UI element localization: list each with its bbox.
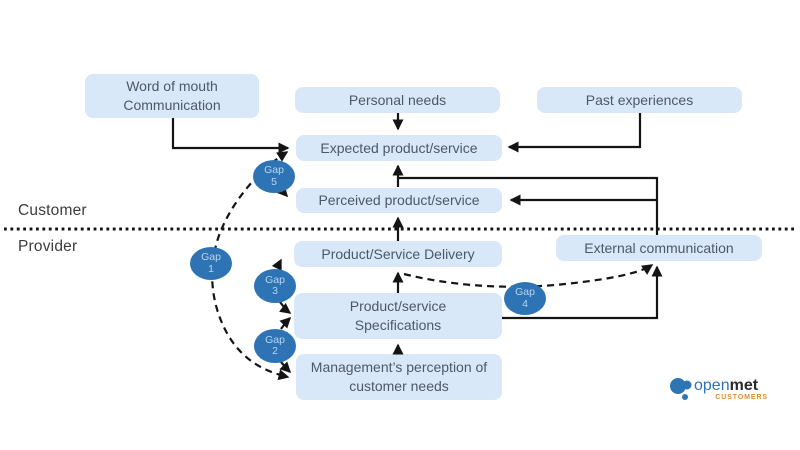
customer-zone-label: Customer [18, 202, 87, 219]
logo-open-text: open [694, 377, 730, 394]
gap3-arrow-to-delivery [271, 258, 282, 271]
box-product-service-specifications: Product/service Specifications [294, 293, 502, 339]
logo-customers-text: CUSTOMERS [715, 394, 768, 401]
box-past-experiences: Past experiences [537, 87, 742, 113]
gap-1-badge: Gap 1 [190, 247, 232, 280]
box-word-of-mouth: Word of mouth Communication [85, 74, 259, 118]
gap-2-badge: Gap 2 [254, 329, 296, 363]
gap-3-badge: Gap 3 [254, 269, 296, 303]
box-expected-product-service: Expected product/service [296, 135, 502, 161]
gap-4-badge: Gap 4 [504, 282, 546, 315]
logo-met-text: met [729, 377, 759, 394]
openmet-logo-text: openmet [694, 378, 758, 394]
gap3-arrow-to-specifications [279, 301, 292, 314]
arrow-word-of-mouth-to-expected [171, 118, 290, 154]
provider-zone-label: Provider [18, 238, 78, 255]
box-external-communication: External communication [556, 235, 762, 261]
box-product-service-delivery: Product/Service Delivery [294, 241, 502, 267]
gap2-arrow-to-specifications [279, 316, 292, 330]
openmet-logo: openmet CUSTOMERS [664, 375, 768, 403]
box-management-perception: Management’s perception of customer need… [296, 354, 502, 400]
box-perceived-product-service: Perceived product/service [296, 188, 502, 213]
gap-5-badge: Gap 5 [253, 160, 295, 193]
box-personal-needs: Personal needs [295, 87, 500, 113]
openmet-logo-icon [670, 378, 692, 400]
arrow-past-experiences-to-expected [507, 113, 642, 153]
gap2-arrow-to-management [279, 361, 292, 374]
